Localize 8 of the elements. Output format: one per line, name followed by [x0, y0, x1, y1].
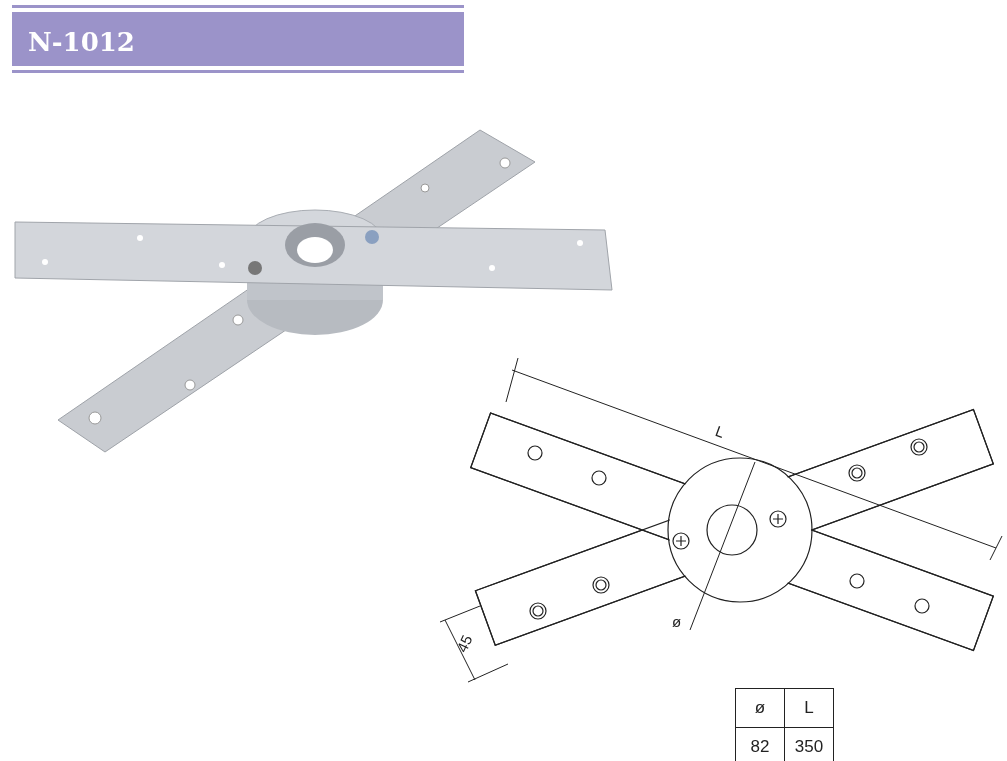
dimension-label: 45 — [454, 632, 475, 655]
model-title: N-1012 — [28, 27, 135, 57]
table-value: 82 — [750, 737, 770, 756]
column-header: ø — [754, 698, 766, 717]
column-header: L — [804, 698, 814, 717]
table-value: 350 — [794, 737, 824, 756]
dimension-label: L — [713, 423, 727, 440]
dimension-label: ø — [672, 614, 682, 629]
